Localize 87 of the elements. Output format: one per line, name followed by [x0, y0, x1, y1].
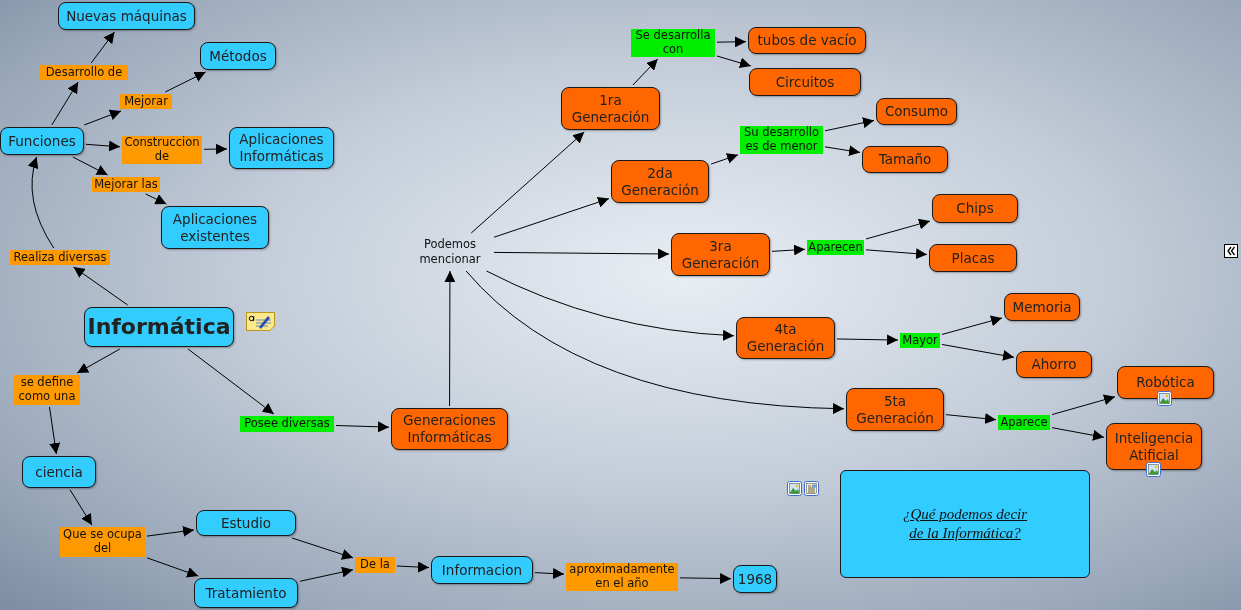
arrow [941, 343, 1015, 361]
arrow [73, 266, 129, 306]
linking-phrase: De la [355, 557, 395, 573]
arrow [710, 153, 739, 165]
arrow [534, 568, 565, 580]
arrow [49, 406, 61, 455]
concept-box: Métodos [200, 42, 276, 70]
arrow [493, 248, 670, 260]
concept-box: Consumo [876, 98, 957, 125]
arrow [69, 489, 93, 526]
concept-box: Estudio [196, 510, 296, 536]
concept-box: tubos de vacío [748, 27, 866, 54]
arrow [865, 218, 931, 240]
concept-box: 3ra Generación [671, 233, 770, 276]
linking-phrase: aproximadamente en el año [566, 563, 678, 591]
arrow [470, 131, 585, 234]
arrow [145, 193, 167, 205]
arrow [493, 196, 610, 238]
linking-phrase: Construccion de [122, 136, 202, 164]
arrow [90, 31, 115, 64]
linking-phrase: se define como una [14, 375, 80, 405]
linking-phrase: Realiza diversas [10, 250, 110, 265]
arrow [945, 413, 997, 425]
arrow [291, 537, 354, 560]
concept-box: Tratamiento [194, 578, 298, 608]
linking-phrase: Aparece [998, 415, 1050, 430]
arrow [51, 81, 79, 126]
arrow [28, 156, 55, 249]
arrow [836, 334, 899, 346]
concept-box: ciencia [22, 456, 96, 488]
linking-phrase: Aparecen [807, 240, 864, 255]
arrow [164, 71, 207, 93]
linking-phrase: Su desarrollo es de menor [740, 126, 823, 154]
concept-box: Aplicaciones existentes [161, 206, 269, 249]
concept-box: Informacion [431, 556, 533, 584]
arrow [486, 270, 735, 341]
arrow [824, 117, 875, 132]
arrow [187, 348, 275, 415]
arrow [1051, 427, 1105, 441]
arrow [1051, 394, 1116, 416]
concept-box: Placas [929, 244, 1017, 272]
arrow [941, 315, 1003, 335]
linking-phrase: Mayor [900, 333, 940, 348]
concept-box: Ahorro [1016, 351, 1092, 378]
concept-box: Chips [932, 194, 1018, 223]
arrow [396, 561, 430, 573]
concept-box: Funciones [0, 127, 84, 155]
linking-phrase: Desarrollo de [40, 65, 128, 80]
concept-box: 1ra Generación [561, 87, 660, 130]
linking-phrase: Se desarrolla con [631, 29, 715, 57]
arrow [72, 156, 109, 176]
arrow [299, 566, 354, 582]
arrow [824, 145, 861, 157]
question-box: ¿Qué podemos decir de la Informática? [840, 470, 1090, 578]
concept-box: 2da Generación [611, 160, 709, 203]
arrow [335, 421, 390, 433]
concept-box: Robótica [1117, 366, 1214, 399]
linking-phrase: Podemos mencionar [408, 235, 492, 269]
arrow [716, 36, 747, 48]
arrow [444, 270, 456, 407]
concept-box: Memoria [1004, 293, 1080, 321]
concept-box: Informática [84, 307, 234, 347]
arrow [865, 248, 928, 260]
arrow [85, 140, 121, 152]
arrow [146, 525, 195, 537]
concept-box: 5ta Generación [846, 388, 944, 431]
concept-box: Circuitos [749, 68, 861, 96]
arrow [203, 143, 228, 155]
arrow [632, 58, 659, 86]
linking-phrase: Mejorar [120, 94, 172, 109]
arrow [76, 348, 121, 374]
arrow [465, 270, 845, 414]
concept-box: Nuevas máquinas [58, 2, 195, 30]
arrow [83, 109, 122, 126]
linking-phrase: Mejorar las [92, 177, 160, 192]
concept-box: Aplicaciones Informáticas [229, 127, 334, 169]
concept-box: Tamaño [862, 146, 948, 173]
concept-box: Inteligencia Atificial [1106, 423, 1202, 470]
concept-box: Generaciones Informáticas [391, 408, 508, 450]
linking-phrase: Que se ocupa del [60, 527, 145, 557]
arrow [771, 244, 806, 256]
concept-box: 1968 [733, 565, 777, 593]
arrow [716, 55, 752, 69]
linking-phrase: Posee diversas [240, 416, 334, 432]
concept-box: 4ta Generación [736, 317, 835, 359]
arrow [146, 557, 199, 578]
arrow [679, 572, 732, 584]
